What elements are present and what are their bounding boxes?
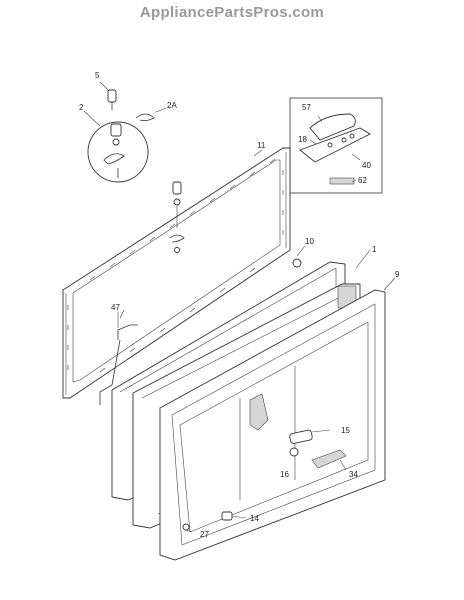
callout-15: 15 bbox=[341, 426, 350, 435]
part-5-screw bbox=[99, 81, 117, 110]
callout-leader-lines bbox=[119, 149, 396, 319]
part-2-lock-assembly bbox=[83, 110, 149, 183]
callout-47: 47 bbox=[111, 303, 120, 312]
callout-11: 11 bbox=[257, 141, 266, 150]
callout-5: 5 bbox=[95, 71, 100, 80]
callout-27: 27 bbox=[200, 530, 209, 539]
part-2a-clip bbox=[135, 107, 167, 122]
part-lock-latch bbox=[169, 234, 185, 253]
callout-14: 14 bbox=[250, 514, 259, 523]
callout-10: 10 bbox=[305, 237, 314, 246]
callout-18: 18 bbox=[298, 135, 307, 144]
callout-40: 40 bbox=[362, 161, 371, 170]
callout-62: 62 bbox=[358, 176, 367, 185]
callout-57: 57 bbox=[302, 103, 311, 112]
part-16-knob bbox=[289, 447, 299, 457]
part-lock-cylinder bbox=[172, 181, 182, 228]
site-watermark: AppliancePartsPros.com bbox=[139, 4, 325, 21]
gasket-dash-marks bbox=[67, 158, 284, 373]
part-47-wire bbox=[99, 312, 138, 405]
callout-16: 16 bbox=[280, 470, 289, 479]
callout-2: 2 bbox=[79, 103, 84, 112]
callout-9: 9 bbox=[395, 270, 400, 279]
part-14-hinge-pin bbox=[221, 511, 247, 521]
part-15-handle bbox=[289, 429, 331, 444]
part-10-plug bbox=[292, 245, 306, 268]
part-27-screw bbox=[182, 523, 193, 533]
door-gasket bbox=[62, 147, 291, 399]
callout-1: 1 bbox=[372, 245, 377, 254]
handle-inset-box bbox=[289, 97, 383, 194]
part-34-cover bbox=[311, 449, 347, 471]
door-outer-panel bbox=[159, 289, 386, 561]
callout-2a: 2A bbox=[167, 101, 177, 110]
callout-34: 34 bbox=[349, 470, 358, 479]
